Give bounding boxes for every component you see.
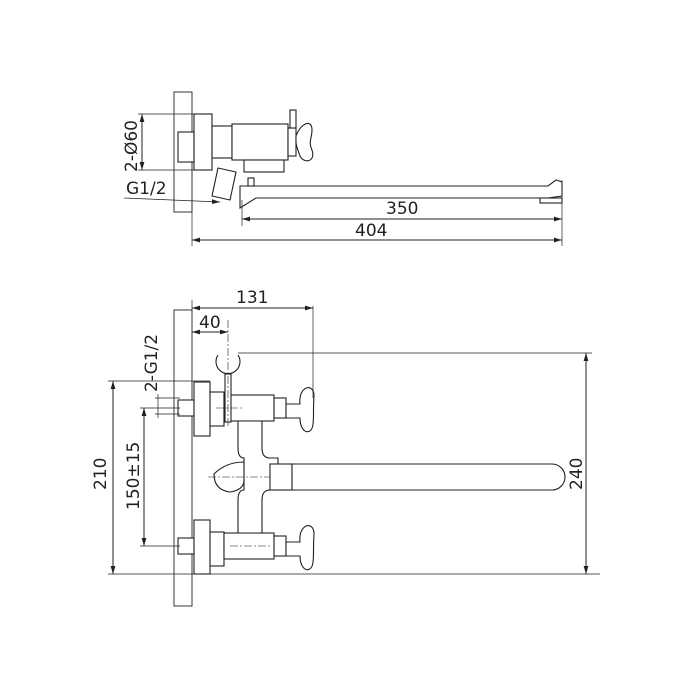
valve-body <box>231 123 289 161</box>
body-lower <box>243 159 285 173</box>
coupling-nut <box>211 125 233 159</box>
wall-section-bottom <box>173 309 193 607</box>
nut-lower <box>209 531 225 567</box>
diverter-outlet <box>211 167 237 201</box>
flange-upper <box>193 381 211 437</box>
aerator <box>539 197 563 204</box>
spout-collar <box>269 463 293 491</box>
dim-label-height-240: 240 <box>567 458 587 490</box>
inlet-lower <box>177 537 195 555</box>
dim-label-handle-reach: 131 <box>236 288 268 308</box>
valve-collar <box>287 127 297 157</box>
dim-label-spout-length: 350 <box>386 199 418 219</box>
front-view: 131 40 2-G1/2 210 150±15 240 <box>91 288 600 607</box>
dim-label-thread-side: G1/2 <box>126 179 167 199</box>
dim-label-overall-length: 404 <box>355 221 387 241</box>
handle-base-lower <box>273 535 287 557</box>
spout-base-nut <box>247 177 255 187</box>
handle-upper <box>285 387 315 433</box>
spout-front <box>291 463 566 491</box>
handle-base-upper <box>273 397 287 419</box>
inlet-upper <box>177 399 195 417</box>
dim-label-flange-diameter: 2-Ø60 <box>122 120 142 172</box>
nut-upper <box>209 391 225 427</box>
side-view: 2-Ø60 G1/2 350 404 <box>122 91 563 246</box>
wall-inlet <box>177 131 195 163</box>
handle-lower <box>285 525 315 571</box>
dim-label-inlet-spacing: 150±15 <box>124 442 144 510</box>
dim-label-inlet-thread: 2-G1/2 <box>142 334 162 392</box>
dim-label-holder-offset: 40 <box>199 313 221 333</box>
flange <box>193 113 213 171</box>
dim-label-height-210: 210 <box>91 458 111 490</box>
handle-lever <box>295 122 314 162</box>
flange-lower <box>193 519 211 575</box>
leader-thread-side <box>123 197 221 205</box>
handle-stem <box>289 109 297 129</box>
